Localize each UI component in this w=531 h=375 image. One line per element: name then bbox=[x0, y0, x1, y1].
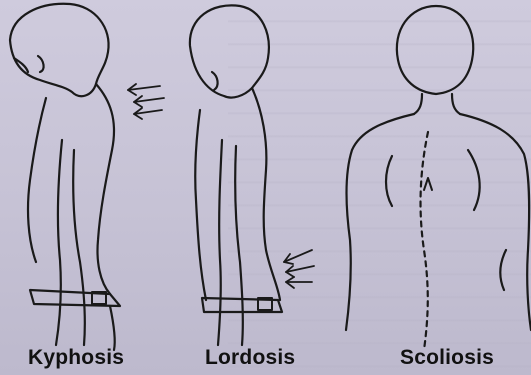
lordosis-front bbox=[195, 110, 206, 300]
scoliosis-torso-right bbox=[460, 114, 531, 330]
scoliosis-torso-left bbox=[346, 114, 414, 330]
lordosis-back bbox=[252, 88, 280, 300]
lordosis-arm bbox=[218, 140, 222, 345]
lordosis-head bbox=[190, 5, 269, 97]
kyphosis-arrows bbox=[128, 84, 164, 119]
scoliosis-label: Scoliosis bbox=[400, 346, 494, 370]
kyphosis-back bbox=[96, 84, 114, 294]
scoliosis-figure bbox=[346, 6, 531, 350]
kyphosis-label: Kyphosis bbox=[28, 346, 124, 370]
scoliosis-spine bbox=[421, 132, 428, 350]
kyphosis-ear bbox=[38, 56, 44, 72]
scoliosis-head bbox=[397, 6, 473, 94]
lordosis-arrows bbox=[284, 250, 314, 288]
kyphosis-chest bbox=[28, 98, 46, 262]
lordosis-figure bbox=[190, 5, 314, 345]
lordosis-label: Lordosis bbox=[205, 346, 295, 370]
kyphosis-head bbox=[10, 4, 109, 96]
kyphosis-figure bbox=[10, 4, 164, 350]
kyphosis-arm bbox=[56, 140, 62, 345]
